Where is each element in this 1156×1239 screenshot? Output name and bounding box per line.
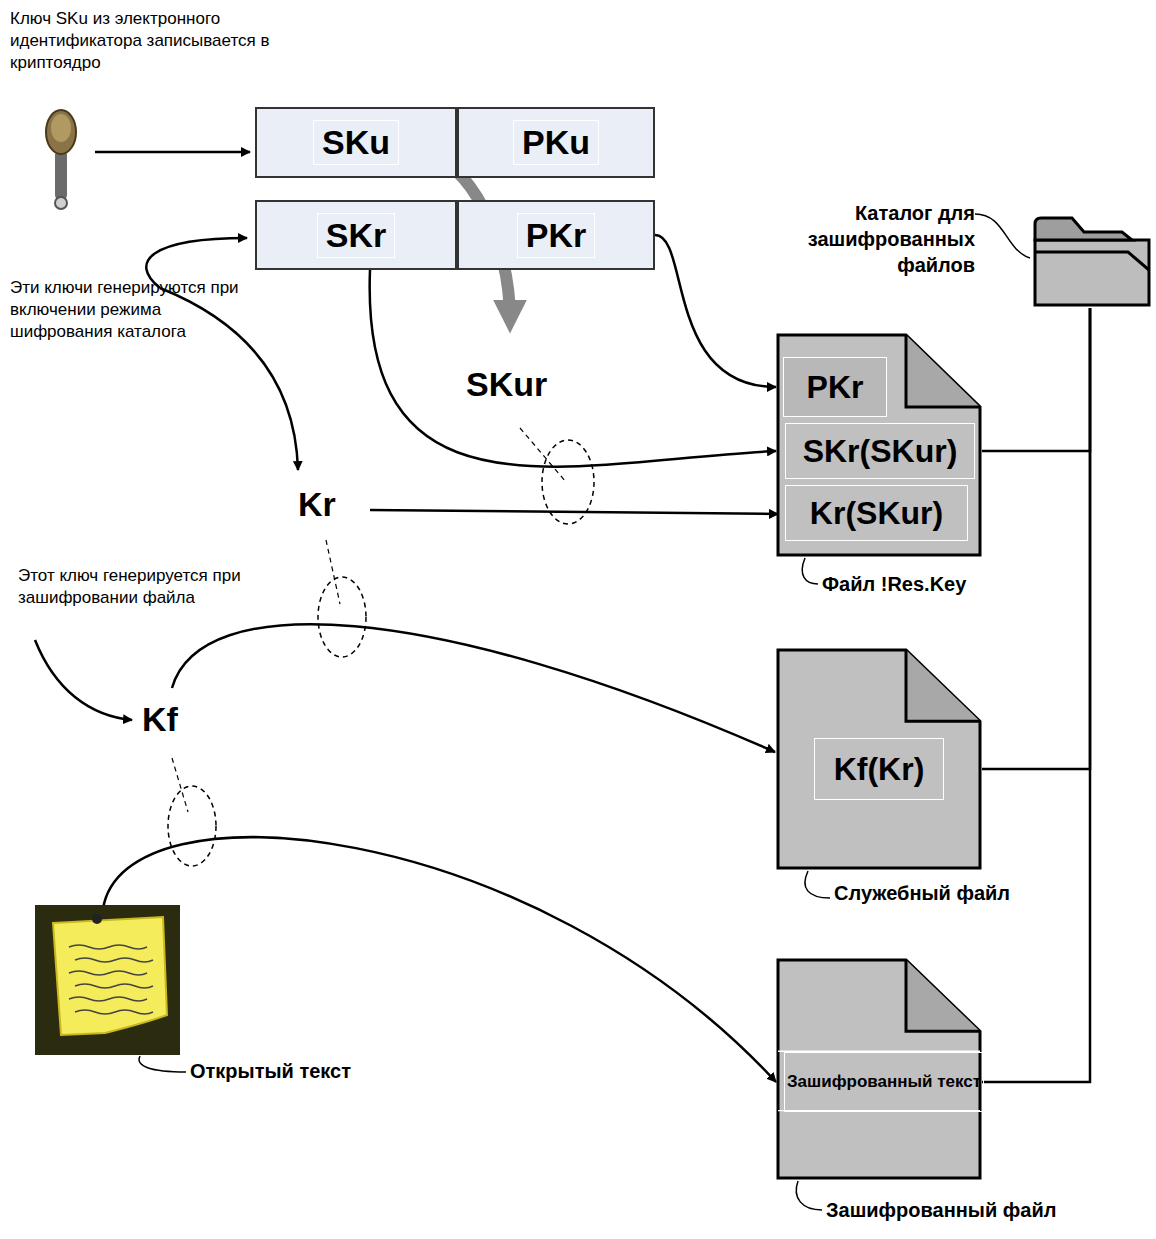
- key-cell: PKu: [457, 107, 655, 178]
- connector: [370, 270, 776, 467]
- key-name: Kf: [142, 700, 178, 739]
- key-name: Kr: [298, 485, 336, 524]
- key-label: SKr(SKur): [803, 433, 958, 470]
- note-arrow: [35, 640, 132, 720]
- note-icon: Открытый текст: [35, 905, 180, 1055]
- key-label: PKr: [807, 369, 864, 406]
- key-field: Kr(SKur): [785, 485, 968, 541]
- connector: [103, 837, 776, 1082]
- key-arrow: [95, 151, 250, 154]
- note-picture: [35, 905, 180, 1055]
- key-label: PKr: [517, 213, 595, 258]
- key-label: SKu: [313, 120, 399, 165]
- connector: [982, 308, 1090, 1082]
- file-icon: Файл !Res.KeyPKrSKr(SKur)Kr(SKur): [776, 333, 982, 557]
- note-text: Эти ключи генерируются при включении реж…: [10, 277, 255, 343]
- key-field: Зашифрованный текст: [784, 1052, 984, 1112]
- file-icon: Зашифрованный файлЗашифрованный текст: [776, 958, 982, 1180]
- leader-line: [802, 558, 818, 584]
- key-label: PKu: [513, 120, 599, 165]
- note-caption: Открытый текст: [190, 1060, 351, 1083]
- key-cell: PKr: [457, 200, 655, 270]
- note-arrow: [160, 288, 298, 470]
- key-cell: SKr: [255, 200, 457, 270]
- key-label: Зашифрованный текст: [787, 1071, 981, 1094]
- connector: [655, 235, 776, 387]
- key-arrow: [172, 624, 775, 752]
- key-label: Kf(Kr): [834, 751, 925, 788]
- key-name: SKur: [466, 365, 547, 404]
- leader-line: [975, 214, 1030, 258]
- leader-line: [805, 871, 830, 898]
- leader-line: [139, 1056, 186, 1072]
- cipher-mark: [542, 440, 594, 524]
- file-shape: [776, 958, 982, 1180]
- folder-caption: Каталог для зашифрованных файлов: [760, 200, 975, 278]
- file-icon: Служебный файлKf(Kr): [776, 648, 982, 870]
- folder-icon: [1032, 212, 1152, 308]
- cipher-mark: [168, 786, 216, 866]
- connector: [982, 308, 1090, 451]
- leader-line: [326, 540, 340, 604]
- note-text: Ключ SKu из электронного идентификатора …: [10, 8, 310, 74]
- connector: [982, 308, 1090, 769]
- key-label: Kr(SKur): [810, 495, 943, 532]
- key-field: Kf(Kr): [814, 738, 944, 800]
- file-caption: Зашифрованный файл: [826, 1199, 1056, 1222]
- key-cell: SKu: [255, 107, 457, 178]
- file-caption: Служебный файл: [834, 882, 1010, 905]
- key-label: SKr: [317, 213, 395, 258]
- leader-line: [172, 758, 188, 812]
- note-text: Этот ключ генерируется при зашифровании …: [18, 565, 288, 609]
- file-caption: Файл !Res.Key: [822, 573, 966, 596]
- cipher-mark: [318, 577, 366, 657]
- leader-line: [796, 1181, 822, 1210]
- key-field: SKr(SKur): [785, 423, 975, 479]
- folder-node: Каталог для зашифрованных файлов: [760, 198, 1152, 310]
- leader-line: [520, 428, 566, 482]
- key-fob-icon: [46, 110, 76, 209]
- key-arrow: [370, 510, 778, 514]
- key-field: PKr: [783, 357, 887, 417]
